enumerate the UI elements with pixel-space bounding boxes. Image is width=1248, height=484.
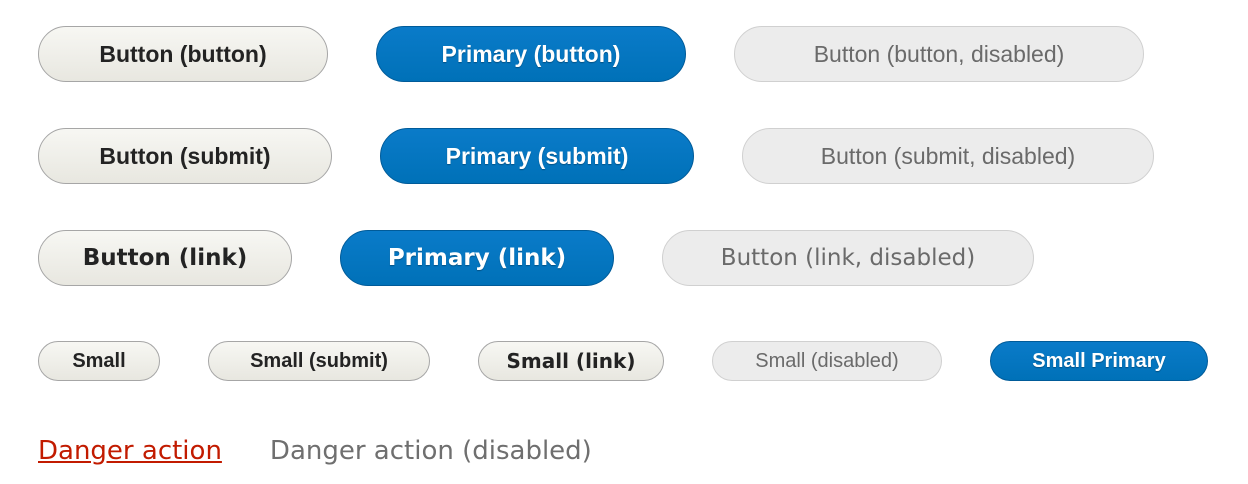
link-row: Button (link) Primary (link) Button (lin… [38, 230, 1082, 286]
small-row: Small Small (submit) Small (link) Small … [38, 341, 1208, 381]
small-submit-button[interactable]: Small (submit) [208, 341, 430, 381]
small-link-button[interactable]: Small (link) [478, 341, 664, 381]
disabled-submit-button: Button (submit, disabled) [742, 128, 1154, 184]
small-button[interactable]: Small [38, 341, 160, 381]
disabled-button: Button (button, disabled) [734, 26, 1144, 82]
primary-button[interactable]: Primary (button) [376, 26, 686, 82]
primary-link-button[interactable]: Primary (link) [340, 230, 614, 286]
small-primary-button[interactable]: Small Primary [990, 341, 1208, 381]
submit-row: Button (submit) Primary (submit) Button … [38, 128, 1202, 184]
danger-action-disabled: Danger action (disabled) [269, 436, 592, 466]
default-link-button[interactable]: Button (link) [38, 230, 292, 286]
default-button[interactable]: Button (button) [38, 26, 328, 82]
small-disabled-button: Small (disabled) [712, 341, 942, 381]
default-submit-button[interactable]: Button (submit) [38, 128, 332, 184]
danger-action-link[interactable]: Danger action [38, 436, 222, 466]
danger-row: Danger action Danger action (disabled) [38, 436, 640, 466]
primary-submit-button[interactable]: Primary (submit) [380, 128, 694, 184]
disabled-link-button: Button (link, disabled) [662, 230, 1034, 286]
button-row: Button (button) Primary (button) Button … [38, 26, 1192, 82]
